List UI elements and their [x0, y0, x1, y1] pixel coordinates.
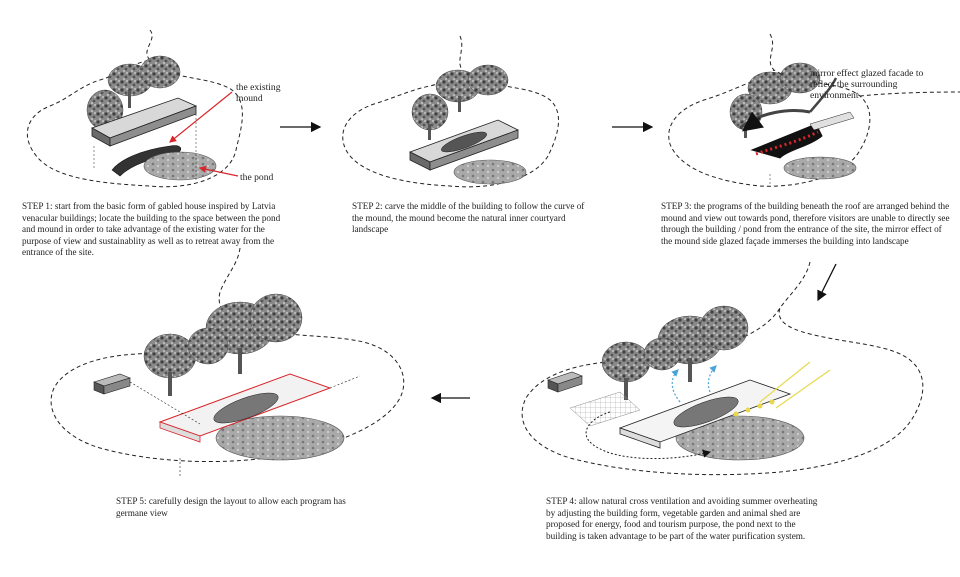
building-plan [618, 379, 792, 449]
step3-caption: STEP 3: the programs of the building ben… [661, 201, 950, 246]
pond-shape [143, 151, 217, 181]
step1-diagram: the existing mound the pond [0, 0, 320, 195]
step5-caption: STEP 5: carefully design the layout to a… [116, 496, 346, 518]
step2-caption: STEP 2: carve the middle of the building… [352, 201, 585, 235]
pond-shape [783, 156, 857, 180]
arrow-left [428, 389, 472, 408]
pond-shape [215, 415, 345, 461]
arrow-right-2 [612, 118, 656, 137]
carved-house [408, 119, 520, 171]
animal-shed [547, 371, 583, 393]
step4-caption: STEP 4: allow natural cross ventilation … [546, 496, 818, 541]
sun-ray [759, 361, 811, 403]
step3-diagram: mirror effect glazed facade to reflect t… [660, 0, 960, 195]
arrow-down-left [812, 262, 842, 310]
water-cycle [585, 411, 611, 443]
site-boundary [668, 33, 871, 187]
tree-cluster [86, 55, 181, 140]
tree-cluster [601, 305, 749, 400]
vegetable-garden [569, 391, 641, 427]
step5-drawing [50, 247, 405, 478]
step3-drawing [668, 33, 960, 187]
gabled-house [91, 97, 198, 147]
site-boundary [342, 35, 559, 188]
pond-shape [453, 159, 527, 185]
step5-diagram [40, 247, 420, 483]
label-existing-mound: the existing mound [236, 82, 281, 104]
step1-drawing [26, 29, 243, 188]
arrow-right-1 [280, 118, 324, 137]
tree-cluster [411, 64, 509, 140]
animal-shed [93, 373, 131, 395]
label-pond: the pond [240, 172, 274, 183]
step4-diagram [510, 261, 950, 487]
step2-diagram [330, 0, 630, 195]
label-mirror-facade: mirror effect glazed facade to reflect t… [810, 68, 924, 101]
ventilation-arrow [707, 365, 717, 393]
ventilation-arrow [671, 369, 681, 403]
step2-drawing [342, 35, 559, 188]
tree-cluster [143, 293, 303, 396]
pond-shape [675, 415, 805, 461]
glazed-facade [750, 111, 855, 159]
step4-drawing [521, 261, 924, 476]
water-cycle [589, 441, 711, 460]
sun-ray [775, 369, 831, 409]
step1-caption: STEP 1: start from the basic form of gab… [22, 201, 281, 258]
